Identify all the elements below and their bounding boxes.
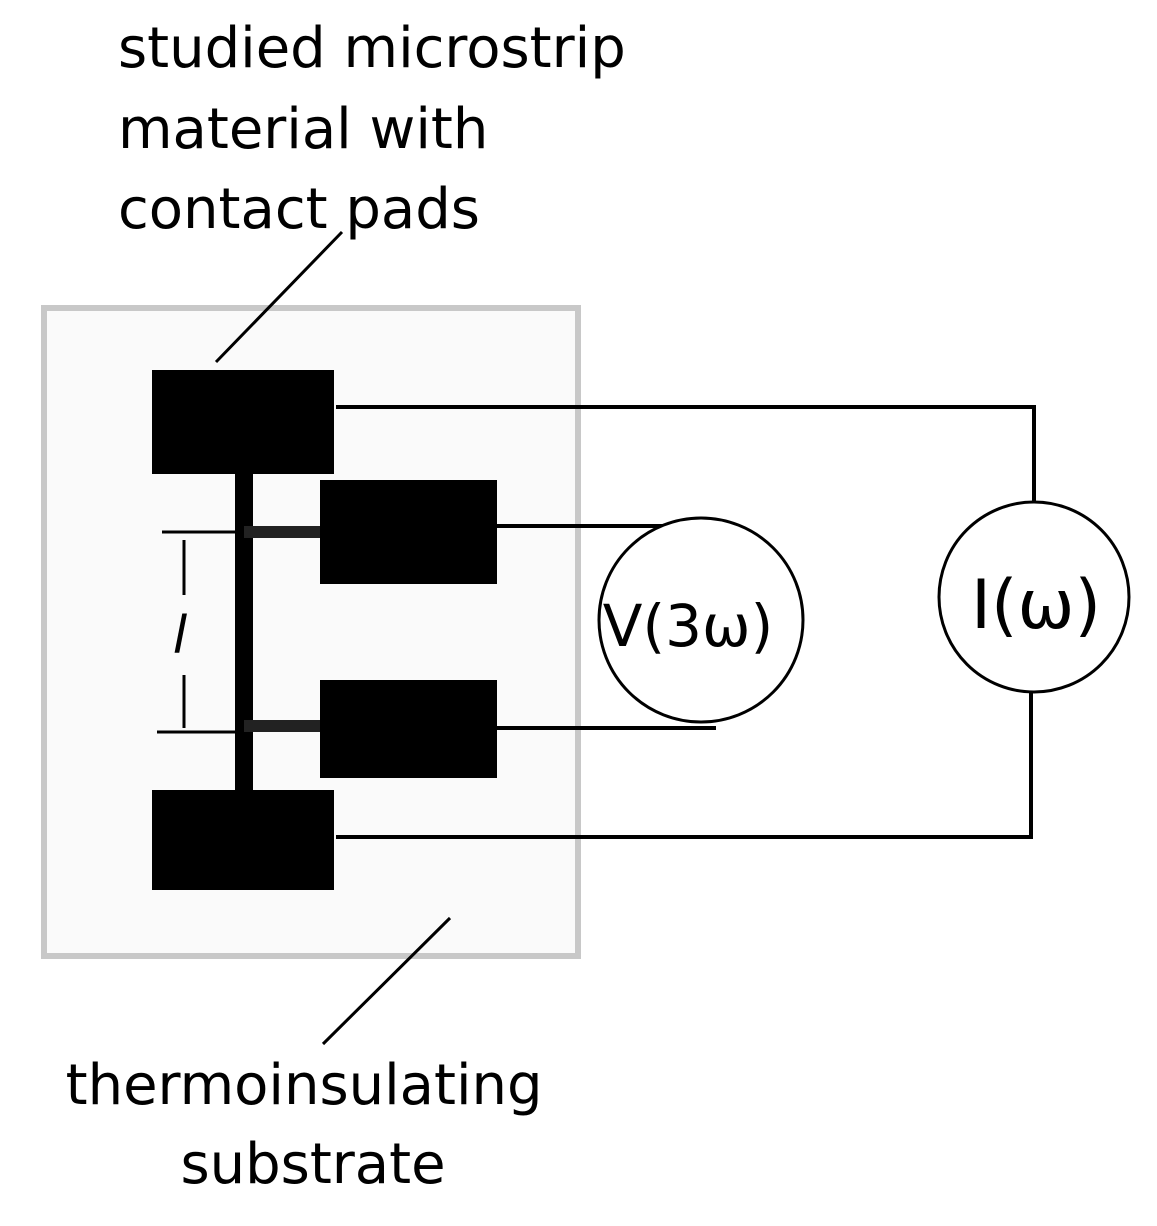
ammeter bbox=[937, 500, 1131, 694]
length-symbol: l bbox=[173, 606, 188, 666]
branch-upper bbox=[244, 526, 324, 538]
voltage-pad-upper bbox=[320, 480, 497, 584]
current-wire-top bbox=[336, 405, 1036, 506]
microstrip-label-line-3: contact pads bbox=[118, 177, 480, 242]
branch-lower bbox=[244, 720, 324, 732]
microstrip-label: studied microstrip material with contact… bbox=[118, 16, 644, 242]
microstrip-leader-line bbox=[214, 230, 344, 364]
substrate-label: thermoinsulating substrate bbox=[66, 1053, 561, 1197]
microstrip-label-line-2: material with bbox=[118, 97, 488, 162]
voltage-pad-lower bbox=[320, 680, 497, 778]
substrate-leader-line bbox=[321, 916, 452, 1046]
current-wire-bottom bbox=[336, 688, 1033, 839]
ammeter-label: I(ω) bbox=[971, 566, 1101, 645]
voltmeter-label: V(3ω) bbox=[603, 592, 773, 660]
current-pad-bottom bbox=[152, 790, 334, 890]
voltmeter bbox=[597, 516, 805, 724]
microstrip-line bbox=[235, 440, 253, 810]
microstrip-label-line-1: studied microstrip bbox=[118, 16, 626, 81]
substrate-label-line-2: substrate bbox=[180, 1132, 445, 1197]
current-pad-top bbox=[152, 370, 334, 474]
substrate-label-line-1: thermoinsulating bbox=[66, 1053, 543, 1118]
